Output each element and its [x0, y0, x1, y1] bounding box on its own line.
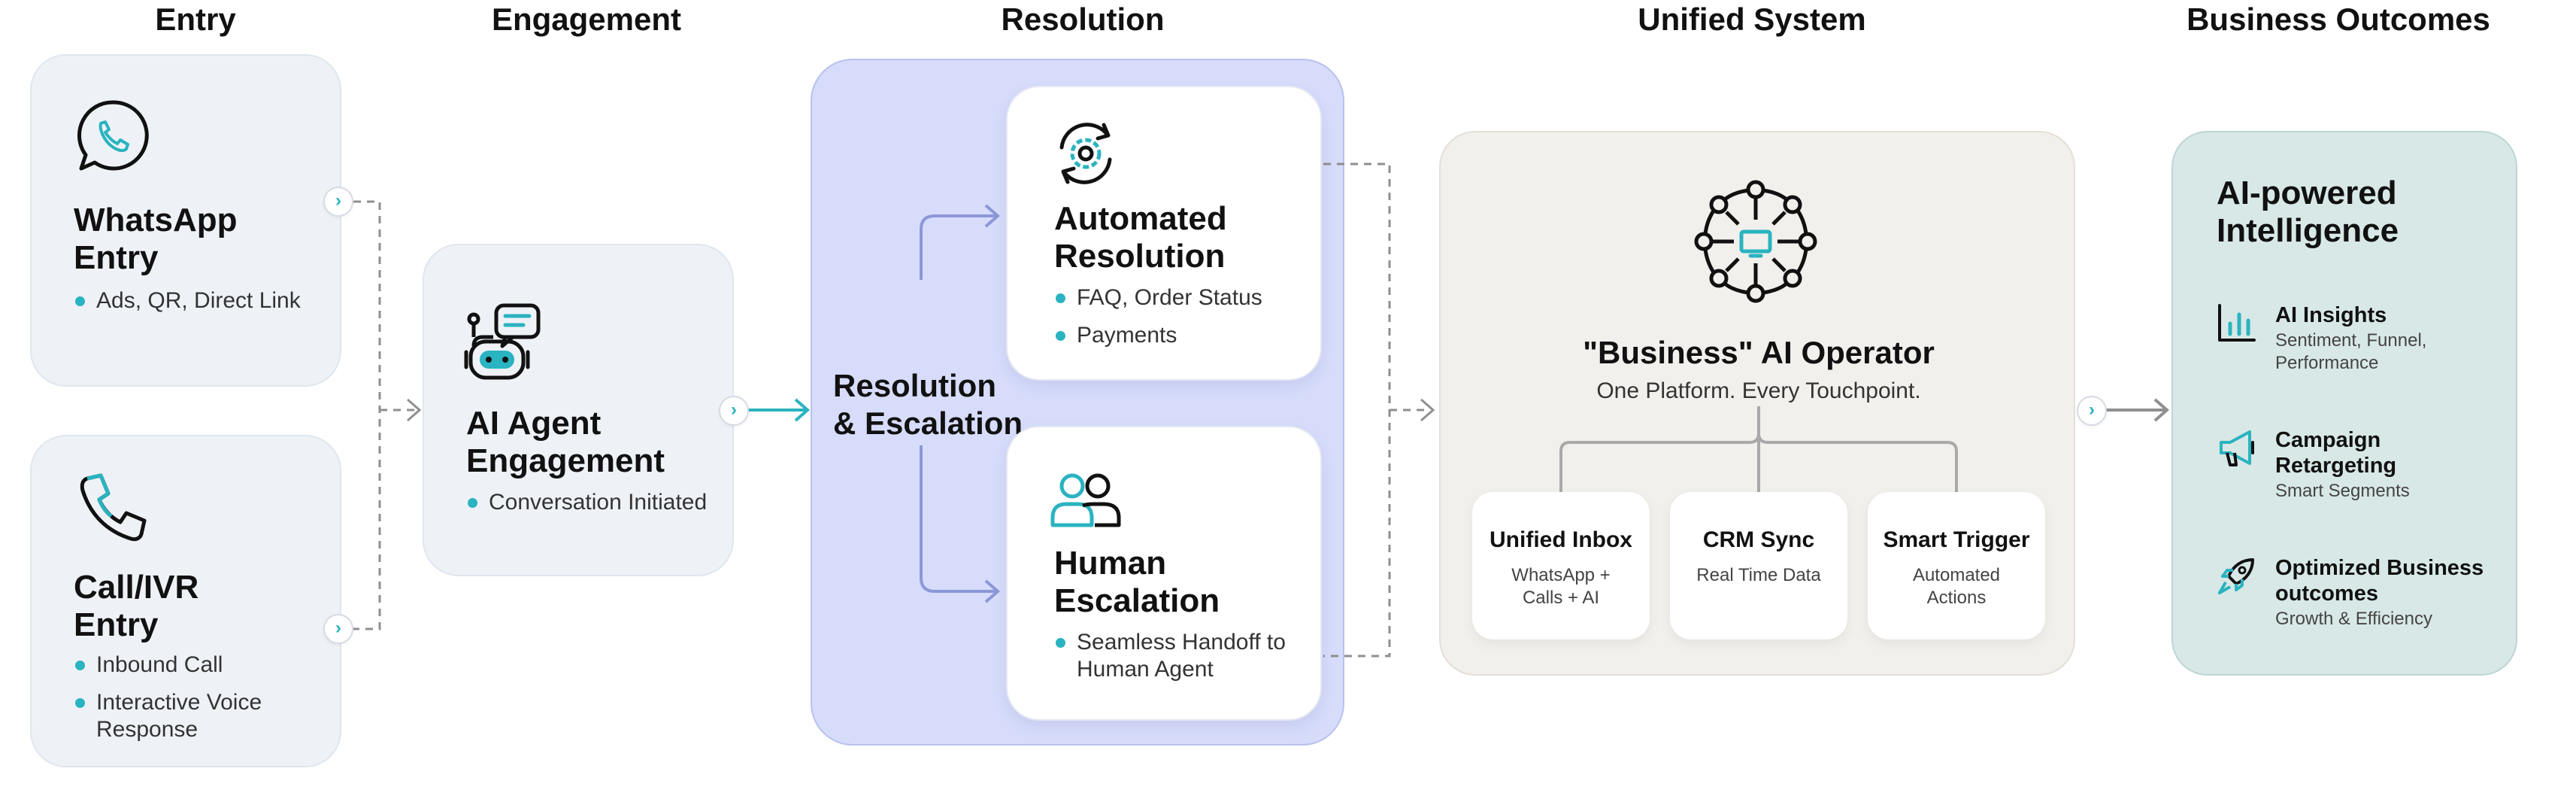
outcome-item-subtitle: Growth & Efficiency — [2275, 608, 2484, 630]
outcome-item-title-line: AI Insights — [2275, 303, 2387, 327]
operator-title: "Business" AI Operator — [1583, 335, 1935, 370]
bar-chart-icon — [2218, 304, 2256, 342]
call-ivr-bullet-line: Interactive Voice — [96, 690, 262, 715]
megaphone-icon — [2220, 430, 2254, 466]
outcome-item-subtitle: Sentiment, Funnel, Performance — [2275, 330, 2426, 375]
call-chevron-button[interactable]: › — [323, 614, 353, 644]
resolution-escalation-label-line: & Escalation — [833, 406, 1023, 441]
resolution-escalation-label-line: Resolution — [833, 368, 996, 403]
outcome-item-subtitle: Smart Segments — [2275, 480, 2410, 503]
module-subtitle: Automated Actions — [1868, 564, 2045, 609]
outcome-item-subtitle-line: Growth & Efficiency — [2275, 609, 2432, 629]
call-ivr-bullet: Inbound Call — [74, 652, 223, 679]
operator-subtitle: One Platform. Every Touchpoint. — [1596, 378, 1921, 403]
outcome-item: Optimized Business outcomes Growth & Eff… — [2275, 555, 2484, 630]
ai-agent-engagement-card: AI Agent Engagement Conversation Initiat… — [423, 244, 734, 576]
outcome-item-title-line: Optimized Business — [2275, 556, 2484, 580]
module-title: Unified Inbox — [1490, 527, 1632, 552]
robot-chat-icon — [464, 303, 541, 380]
outcome-item-title-line: Campaign — [2275, 428, 2381, 452]
resolution-escalation-label: Resolution & Escalation — [833, 367, 1023, 442]
human-escalation-title-line: Escalation — [1054, 582, 1220, 619]
call-ivr-bullet: Interactive Voice Response — [74, 689, 262, 743]
column-header-resolution: Resolution — [1001, 2, 1165, 37]
agent-chevron-button[interactable]: › — [719, 396, 749, 426]
module-subtitle: Real Time Data — [1670, 564, 1847, 587]
module-title: CRM Sync — [1702, 527, 1815, 552]
module-connector-lines — [1559, 406, 1958, 492]
phone-icon — [80, 473, 147, 542]
outcome-item-title: Campaign Retargeting — [2275, 427, 2410, 478]
outcomes-title: AI-powered Intelligence — [2217, 175, 2399, 250]
column-header-engagement: Engagement — [491, 2, 682, 37]
module-subtitle: WhatsApp + Calls + AI — [1472, 564, 1650, 609]
ai-agent-engagement-title-line: Engagement — [466, 442, 665, 479]
rocket-icon — [2218, 558, 2254, 594]
call-ivr-entry-title-line: Entry — [74, 606, 159, 643]
human-escalation-bullet: Seamless Handoff to Human Agent — [1054, 629, 1286, 683]
whatsapp-entry-bullet: Ads, QR, Direct Link — [74, 287, 301, 314]
automated-resolution-bullet: FAQ, Order Status — [1054, 284, 1262, 311]
module-subtitle-line: Actions — [1926, 588, 1987, 608]
automated-resolution-card: Automated Resolution FAQ, Order Status P… — [1006, 86, 1322, 381]
module-subtitle-line: Real Time Data — [1696, 565, 1821, 585]
outcome-item: Campaign Retargeting Smart Segments — [2275, 427, 2410, 503]
whatsapp-entry-title-line: Entry — [74, 239, 159, 276]
ai-agent-engagement-bullet: Conversation Initiated — [466, 489, 707, 516]
call-ivr-bullet-line: Inbound Call — [96, 652, 223, 677]
automated-resolution-title-line: Resolution — [1054, 238, 1226, 275]
ai-agent-engagement-title: AI Agent Engagement — [466, 405, 665, 480]
outcome-item-title-line: Retargeting — [2275, 454, 2397, 478]
outcome-item-subtitle-line: Sentiment, Funnel, — [2275, 330, 2427, 351]
users-icon — [1050, 473, 1121, 527]
human-escalation-bullet-line: Seamless Handoff to — [1077, 630, 1286, 655]
column-header-business-outcomes: Business Outcomes — [2187, 2, 2490, 37]
human-escalation-title-line: Human — [1054, 545, 1167, 582]
automated-resolution-bullet: Payments — [1054, 322, 1177, 349]
whatsapp-entry-card: WhatsApp Entry Ads, QR, Direct Link — [30, 54, 341, 387]
whatsapp-icon — [77, 100, 149, 171]
whatsapp-entry-title-line: WhatsApp — [74, 202, 238, 238]
outcomes-title-line: AI-powered — [2217, 175, 2397, 211]
module-crm-sync: CRM Sync Real Time Data — [1670, 492, 1847, 639]
outcome-item-title: AI Insights — [2275, 302, 2426, 328]
column-header-entry: Entry — [155, 2, 236, 37]
outcome-item-title: Optimized Business outcomes — [2275, 555, 2484, 606]
automated-resolution-title: Automated Resolution — [1054, 200, 1227, 275]
module-subtitle-line: Automated — [1912, 565, 2001, 585]
human-escalation-card: Human Escalation Seamless Handoff to Hum… — [1006, 426, 1322, 721]
business-outcomes-card: AI-powered Intelligence AI Insights Sent… — [2171, 131, 2517, 676]
human-escalation-title: Human Escalation — [1054, 545, 1220, 620]
call-ivr-bullet-line: Response — [96, 717, 199, 742]
call-ivr-entry-card: Call/IVR Entry Inbound Call Interactive … — [30, 435, 341, 767]
ai-agent-engagement-title-line: AI Agent — [466, 405, 602, 442]
module-subtitle-line: WhatsApp + — [1511, 565, 1611, 585]
automated-resolution-title-line: Automated — [1054, 200, 1227, 237]
human-escalation-bullet-line: Human Agent — [1077, 657, 1214, 682]
network-hub-icon — [1694, 180, 1817, 303]
module-unified-inbox: Unified Inbox WhatsApp + Calls + AI — [1472, 492, 1650, 639]
module-title: Smart Trigger — [1883, 527, 2030, 552]
outcome-item: AI Insights Sentiment, Funnel, Performan… — [2275, 302, 2426, 375]
module-smart-trigger: Smart Trigger Automated Actions — [1868, 492, 2045, 639]
column-header-unified-system: Unified System — [1638, 2, 1866, 37]
call-ivr-entry-title: Call/IVR Entry — [74, 569, 199, 644]
outcome-item-subtitle-line: Performance — [2275, 353, 2379, 373]
unified-chevron-button[interactable]: › — [2077, 396, 2107, 426]
call-ivr-entry-title-line: Call/IVR — [74, 569, 199, 606]
whatsapp-chevron-button[interactable]: › — [323, 187, 353, 217]
outcome-item-title-line: outcomes — [2275, 582, 2378, 606]
gear-cycle-icon — [1059, 123, 1112, 184]
unified-system-card: "Business" AI Operator One Platform. Eve… — [1439, 131, 2075, 676]
outcomes-title-line: Intelligence — [2217, 212, 2399, 249]
module-subtitle-line: Calls + AI — [1522, 588, 1600, 608]
outcome-item-subtitle-line: Smart Segments — [2275, 481, 2410, 501]
whatsapp-entry-title: WhatsApp Entry — [74, 202, 238, 277]
